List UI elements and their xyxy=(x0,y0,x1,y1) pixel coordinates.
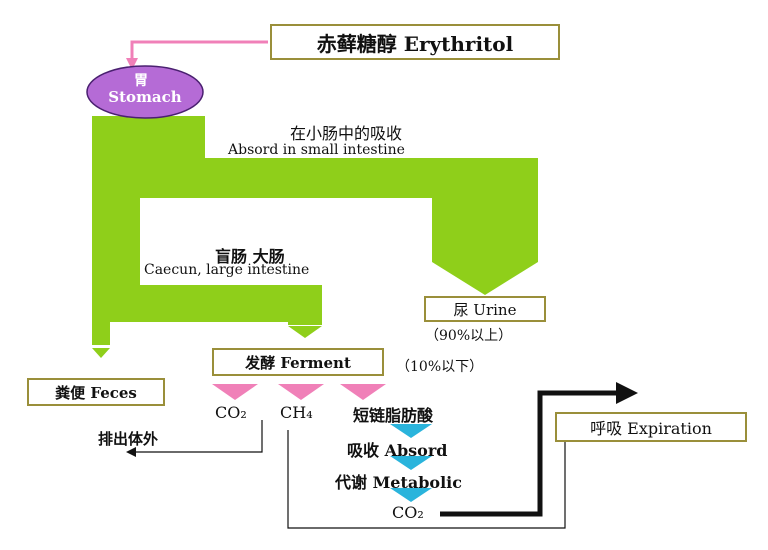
large-intestine-en: Caecun, large intestine xyxy=(144,262,310,278)
ferment-funnel xyxy=(288,326,322,338)
erythritol-box: 赤藓糖醇 Erythritol xyxy=(270,24,560,60)
excrete-label: 排出体外 xyxy=(98,430,159,448)
small-intestine-en: Absord in small intestine xyxy=(228,142,405,158)
feces-box: 粪便 Feces xyxy=(27,378,165,406)
large-intestine-zh: 盲肠 大肠 xyxy=(215,247,285,266)
small-intestine-zh: 在小肠中的吸收 xyxy=(290,124,403,143)
excrete-arrow xyxy=(126,420,263,457)
ferment-percent: （10%以下） xyxy=(396,359,484,375)
absorb-label: 吸收 Absord xyxy=(347,441,448,460)
stomach-label-zh: 胃 xyxy=(134,73,148,89)
co2-label-bottom: CO₂ xyxy=(392,503,424,522)
pink-triangle xyxy=(278,384,324,400)
urine-box: 尿 Urine xyxy=(424,296,546,322)
cyan-triangle xyxy=(390,456,432,470)
input-arrow xyxy=(126,40,268,70)
expiration-arrowhead xyxy=(616,382,638,404)
digestion-flow-shape xyxy=(92,116,538,345)
stomach-label-en: Stomach xyxy=(108,88,182,106)
co2-label-left: CO₂ xyxy=(215,403,247,422)
expiration-thick-arrow xyxy=(440,390,618,517)
cyan-triangle xyxy=(390,424,432,438)
metabolic-label: 代谢 Metabolic xyxy=(335,473,462,492)
ch4-label: CH₄ xyxy=(280,403,313,422)
feces-funnel xyxy=(92,348,110,358)
pink-triangle xyxy=(212,384,258,400)
pink-triangle xyxy=(340,384,386,400)
urine-percent: （90%以上） xyxy=(425,328,513,344)
stomach-oval xyxy=(86,65,204,119)
urine-funnel xyxy=(432,262,538,295)
fatty-acid-label: 短链脂肪酸 xyxy=(353,406,434,425)
ferment-box: 发酵 Ferment xyxy=(212,348,384,376)
ch4-expiration-line xyxy=(287,430,566,529)
expiration-box: 呼吸 Expiration xyxy=(555,412,747,442)
cyan-triangle xyxy=(390,488,432,502)
